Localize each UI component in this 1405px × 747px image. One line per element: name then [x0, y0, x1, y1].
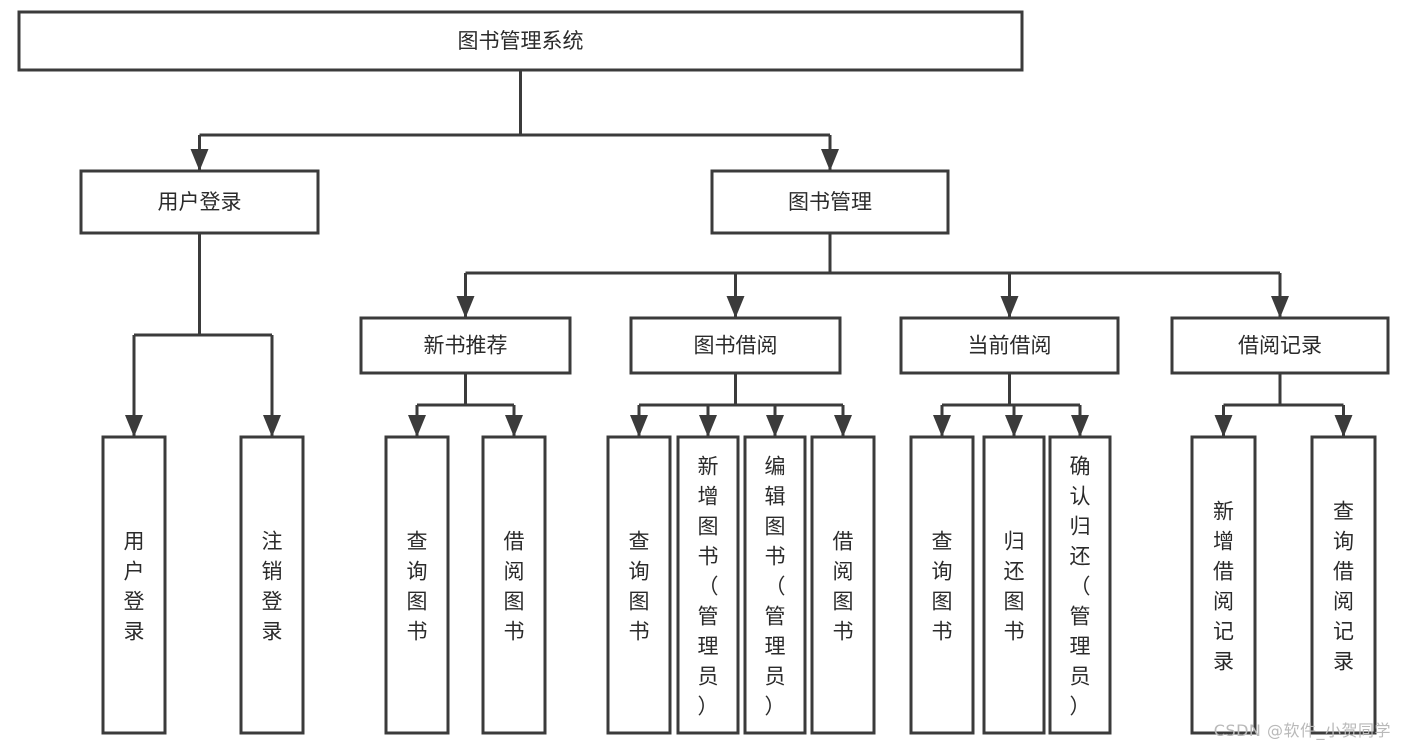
node-root-label: 图书管理系统	[458, 29, 584, 53]
book-manage-to-level3-arrow-2	[1000, 296, 1019, 318]
node-leaf-return-book-label: 归还图书	[1004, 529, 1025, 643]
node-leaf-confirm-return-label: 确认归还（管理员）	[1070, 454, 1091, 718]
node-leaf-query-book-1[interactable]: 查询图书	[384, 435, 450, 735]
node-leaf-user-login-label: 用户登录	[124, 529, 145, 643]
root-to-level2-arrow-0	[190, 149, 209, 171]
node-leaf-add-book[interactable]: 新增图书（管理员）	[676, 435, 740, 735]
node-new-book-rec[interactable]: 新书推荐	[359, 316, 572, 375]
user-login-to-leaves-arrow-1	[263, 415, 281, 437]
node-leaf-edit-book[interactable]: 编辑图书（管理员）	[743, 435, 807, 735]
node-leaf-query-record-label: 查询借阅记录	[1333, 499, 1354, 673]
node-leaf-query-book-2-label: 查询图书	[629, 529, 650, 643]
borrow-record-to-leaves-arrow-1	[1334, 415, 1353, 437]
node-leaf-query-book-3-box	[909, 435, 975, 735]
watermark-text: CSDN @软件_小贺同学	[1213, 721, 1391, 740]
node-leaf-add-book-box	[676, 435, 740, 735]
root-to-level2-arrow-1	[821, 149, 839, 171]
node-root-box	[17, 10, 1024, 72]
book-manage-to-level3-arrow-0	[456, 296, 475, 318]
node-leaf-query-book-3-label: 查询图书	[932, 529, 953, 643]
node-leaf-logout[interactable]: 注销登录	[239, 435, 305, 735]
node-book-manage[interactable]: 图书管理	[710, 169, 950, 235]
current-borrow-to-leaves-arrow-0	[933, 415, 951, 437]
node-root[interactable]: 图书管理系统	[17, 10, 1024, 72]
node-leaf-query-record-box	[1310, 435, 1377, 735]
node-leaf-query-book-2-box	[606, 435, 672, 735]
node-leaf-add-record-box	[1190, 435, 1257, 735]
node-leaf-user-login[interactable]: 用户登录	[101, 435, 167, 735]
node-borrow-record-label: 借阅记录	[1238, 334, 1322, 358]
node-leaf-borrow-book-1[interactable]: 借阅图书	[481, 435, 547, 735]
node-layer: 图书管理系统用户登录图书管理新书推荐图书借阅当前借阅借阅记录用户登录注销登录查询…	[17, 10, 1390, 735]
node-leaf-add-record[interactable]: 新增借阅记录	[1190, 435, 1257, 735]
node-leaf-query-book-1-label: 查询图书	[407, 529, 428, 643]
node-current-borrow[interactable]: 当前借阅	[899, 316, 1120, 375]
node-leaf-confirm-return[interactable]: 确认归还（管理员）	[1048, 435, 1112, 735]
node-leaf-logout-box	[239, 435, 305, 735]
current-borrow-to-leaves-arrow-1	[1005, 415, 1023, 437]
node-leaf-borrow-book-1-box	[481, 435, 547, 735]
book-manage-to-level3-arrow-3	[1271, 296, 1289, 318]
node-leaf-borrow-book-2[interactable]: 借阅图书	[810, 435, 876, 735]
book-borrow-to-leaves-arrow-2	[766, 415, 784, 437]
node-leaf-add-book-label: 新增图书（管理员）	[698, 454, 719, 718]
node-user-login[interactable]: 用户登录	[79, 169, 320, 235]
node-leaf-borrow-book-2-label: 借阅图书	[833, 529, 854, 643]
node-leaf-add-record-label: 新增借阅记录	[1213, 499, 1234, 673]
borrow-record-to-leaves-arrow-0	[1214, 415, 1233, 437]
node-user-login-box	[79, 169, 320, 235]
node-leaf-return-book[interactable]: 归还图书	[982, 435, 1046, 735]
new-book-rec-to-leaves-arrow-0	[408, 415, 426, 437]
book-borrow-to-leaves-arrow-0	[630, 415, 648, 437]
user-login-to-leaves-arrow-0	[125, 415, 143, 437]
node-book-manage-label: 图书管理	[788, 190, 872, 214]
node-leaf-borrow-book-1-label: 借阅图书	[504, 529, 525, 643]
node-leaf-confirm-return-box	[1048, 435, 1112, 735]
node-leaf-query-book-2[interactable]: 查询图书	[606, 435, 672, 735]
node-borrow-record-box	[1170, 316, 1390, 375]
node-user-login-label: 用户登录	[158, 190, 242, 214]
node-current-borrow-box	[899, 316, 1120, 375]
node-leaf-edit-book-box	[743, 435, 807, 735]
node-borrow-record[interactable]: 借阅记录	[1170, 316, 1390, 375]
node-leaf-query-book-3[interactable]: 查询图书	[909, 435, 975, 735]
node-leaf-query-record[interactable]: 查询借阅记录	[1310, 435, 1377, 735]
node-book-borrow-label: 图书借阅	[694, 334, 778, 358]
node-leaf-logout-label: 注销登录	[262, 529, 283, 643]
node-new-book-rec-label: 新书推荐	[424, 334, 508, 358]
node-leaf-borrow-book-2-box	[810, 435, 876, 735]
connector-layer	[125, 70, 1353, 437]
node-book-borrow[interactable]: 图书借阅	[629, 316, 842, 375]
node-leaf-user-login-box	[101, 435, 167, 735]
book-borrow-to-leaves-arrow-3	[834, 415, 852, 437]
node-leaf-edit-book-label: 编辑图书（管理员）	[765, 454, 786, 718]
node-book-manage-box	[710, 169, 950, 235]
node-leaf-return-book-box	[982, 435, 1046, 735]
node-new-book-rec-box	[359, 316, 572, 375]
new-book-rec-to-leaves-arrow-1	[505, 415, 523, 437]
node-current-borrow-label: 当前借阅	[968, 334, 1052, 358]
book-manage-to-level3-arrow-1	[726, 296, 745, 318]
node-book-borrow-box	[629, 316, 842, 375]
book-borrow-to-leaves-arrow-1	[699, 415, 717, 437]
current-borrow-to-leaves-arrow-2	[1071, 415, 1089, 437]
node-leaf-query-book-1-box	[384, 435, 450, 735]
